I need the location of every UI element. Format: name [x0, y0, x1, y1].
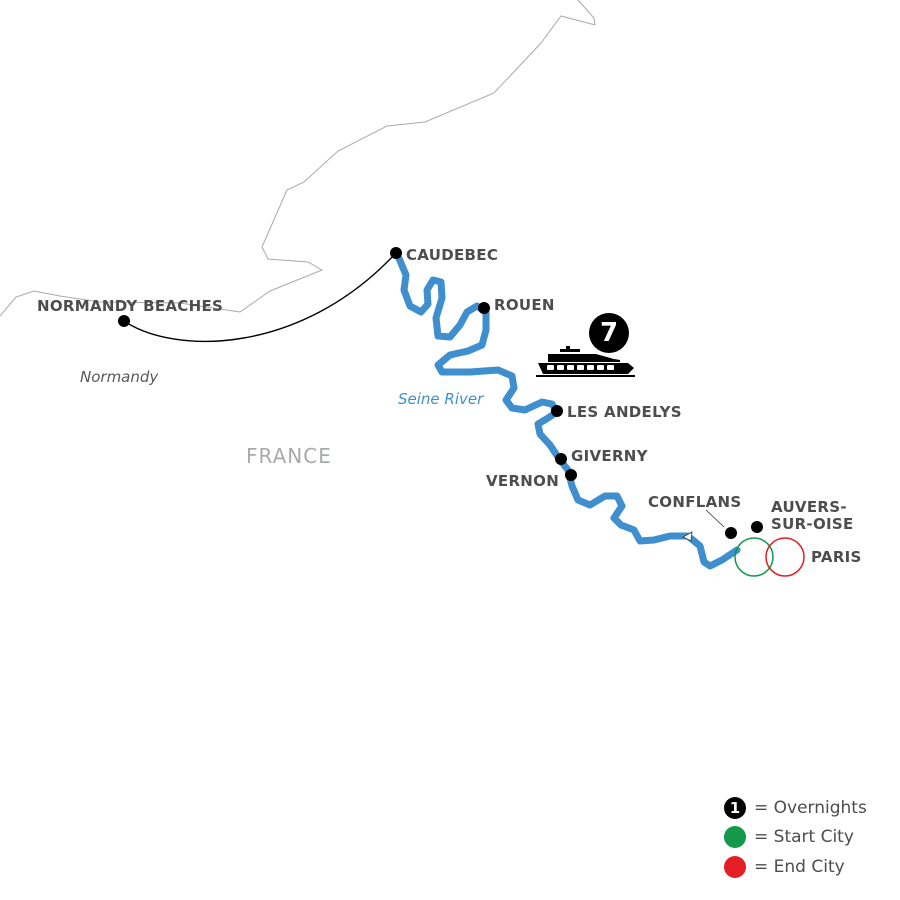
city-label-paris[interactable]: PARIS [811, 548, 862, 566]
legend-label: = Overnights [754, 797, 867, 818]
direction-arrow-icon [682, 531, 693, 542]
end-city-ring[interactable] [765, 537, 805, 577]
cruise-ship-icon [536, 346, 635, 377]
legend-item-overnights: 1 = Overnights [724, 793, 867, 823]
ship-windows [547, 365, 614, 370]
overnights-badge: 7 [589, 313, 629, 353]
map-legend: 1 = Overnights = Start City = End City [724, 793, 867, 882]
city-dot-normandy-beaches[interactable] [118, 315, 130, 327]
legend-item-start-city: = Start City [724, 823, 867, 853]
excursion-route-line [123, 253, 396, 343]
country-label-france: FRANCE [246, 444, 332, 468]
city-dot-rouen[interactable] [478, 302, 490, 314]
conflans-leader-line [705, 509, 725, 528]
river-label-seine: Seine River [398, 390, 484, 408]
city-label-les-andelys[interactable]: LES ANDELYS [567, 403, 682, 421]
city-dot-auvers-sur-oise[interactable] [751, 521, 763, 533]
coastline [0, 0, 596, 317]
legend-item-end-city: = End City [724, 852, 867, 882]
legend-label: = Start City [754, 827, 854, 848]
legend-label: = End City [754, 856, 845, 877]
city-dot-vernon[interactable] [565, 469, 577, 481]
city-label-vernon[interactable]: VERNON [486, 472, 560, 490]
city-dot-les-andelys[interactable] [551, 405, 563, 417]
green-dot-icon [724, 826, 746, 849]
city-label-auvers-line1: AUVERS- [771, 498, 847, 516]
city-label-conflans[interactable]: CONFLANS [648, 493, 742, 511]
start-city-ring[interactable] [734, 537, 774, 577]
city-label-auvers-line2: SUR-OISE [771, 515, 854, 533]
city-dot-giverny[interactable] [555, 453, 567, 465]
city-label-caudebec[interactable]: CAUDEBEC [406, 246, 499, 264]
city-label-rouen[interactable]: ROUEN [494, 296, 555, 314]
seine-river-route [394, 252, 741, 570]
city-dot-caudebec[interactable] [390, 247, 402, 259]
region-label-normandy: Normandy [80, 368, 159, 386]
city-label-auvers-sur-oise[interactable]: AUVERS- SUR-OISE [771, 499, 854, 533]
overnights-number-icon: 1 [724, 796, 746, 819]
city-dot-conflans[interactable] [725, 527, 737, 539]
city-label-giverny[interactable]: GIVERNY [571, 447, 648, 465]
city-label-normandy-beaches[interactable]: NORMANDY BEACHES [37, 297, 224, 315]
red-dot-icon [724, 855, 746, 878]
